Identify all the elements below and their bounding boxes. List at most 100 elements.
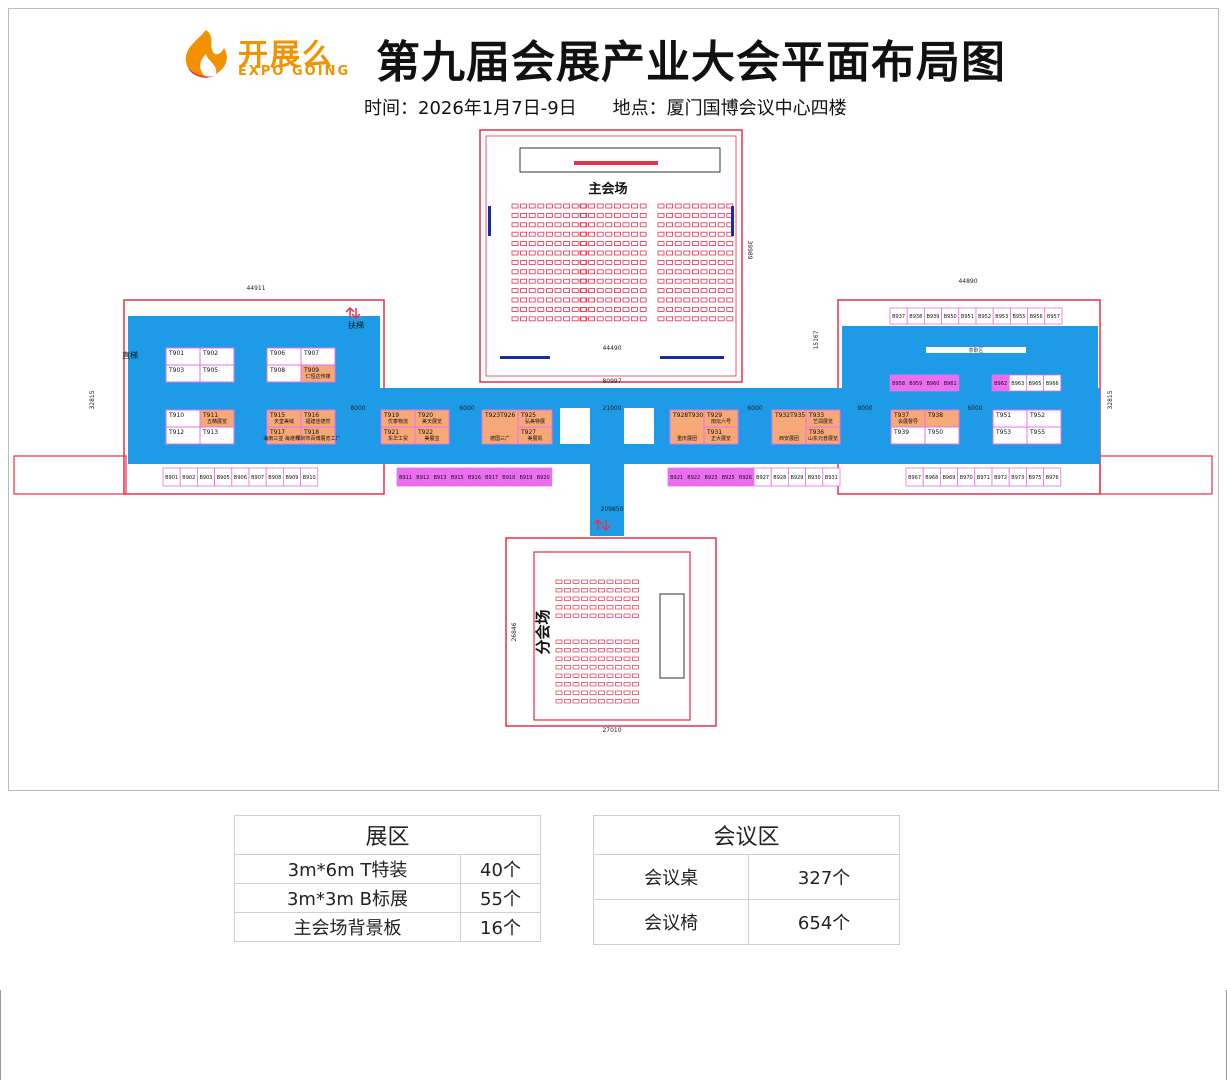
chair [717, 269, 725, 275]
b-booth-id: B958 [892, 381, 905, 387]
chair [596, 278, 604, 284]
dim-gap: 6000 [967, 405, 982, 412]
chair [528, 231, 536, 237]
t-booth-id: T911 [202, 412, 218, 419]
chair [657, 259, 665, 265]
chair [564, 690, 571, 695]
chair [564, 613, 571, 618]
b-booth-id: B921 [670, 475, 683, 481]
chair [632, 656, 639, 661]
chair [537, 278, 545, 284]
chair [700, 306, 708, 312]
b-booth [1043, 374, 1062, 392]
branch-hall-label: 分会场 [534, 609, 552, 654]
chair [571, 278, 579, 284]
b-booth-id: B960 [927, 381, 940, 387]
chair [614, 231, 621, 237]
chair [581, 682, 588, 687]
chair [622, 231, 630, 237]
chair [709, 203, 716, 209]
chair [606, 613, 614, 618]
screen-bottom-right [660, 356, 724, 359]
chair [726, 278, 734, 284]
t-booth-id: T917 [269, 429, 285, 436]
chair [520, 222, 527, 228]
chair [554, 316, 562, 322]
chair [528, 278, 536, 284]
t-booth [300, 426, 336, 445]
b-booth-id: B912 [416, 475, 429, 481]
chair [657, 278, 665, 284]
b-booth-id: B918 [502, 475, 515, 481]
chair [692, 269, 699, 275]
chair [563, 250, 570, 256]
chair [554, 259, 562, 265]
b-booth-id: B910 [303, 475, 316, 481]
chair [606, 648, 614, 653]
elevator-label: 直梯 [122, 350, 138, 360]
chair [632, 579, 639, 584]
escalator-label: 扶梯 [348, 320, 364, 330]
chair [726, 259, 734, 265]
chair [563, 222, 570, 228]
chair [572, 639, 580, 644]
chair [622, 288, 630, 294]
chair [546, 316, 553, 322]
chair [588, 306, 595, 312]
chair [564, 665, 571, 670]
chair [555, 648, 563, 653]
chair [692, 222, 699, 228]
chair [528, 288, 536, 294]
chair [657, 250, 665, 256]
chair [615, 682, 622, 687]
chair [614, 241, 621, 247]
dim-branch-width: 27010 [602, 727, 621, 734]
chair [726, 269, 734, 275]
chair [674, 250, 682, 256]
chair [709, 212, 716, 218]
chair [683, 250, 691, 256]
b-booth-id: B908 [268, 475, 281, 481]
chair [606, 665, 614, 670]
chair [605, 278, 613, 284]
chair [639, 222, 647, 228]
chair [554, 278, 562, 284]
chair [683, 231, 691, 237]
tea-area-label: 茶歇区 [968, 347, 983, 354]
chair [564, 656, 571, 661]
chair [666, 316, 673, 322]
chair [572, 673, 580, 678]
b-booth [534, 467, 553, 487]
chair [657, 231, 665, 237]
chair [605, 241, 613, 247]
chair [614, 222, 621, 228]
chair [563, 288, 570, 294]
chair [692, 306, 699, 312]
chair [537, 297, 545, 303]
chair [589, 588, 597, 593]
dim-right-width: 44890 [958, 278, 977, 285]
t-booth-id: T901 [168, 350, 184, 357]
dim-center-span: 80997 [602, 378, 621, 385]
chair [622, 241, 630, 247]
chair [511, 222, 519, 228]
dim-gap: 6000 [747, 405, 762, 412]
exhibit-table-title: 展区 [234, 815, 541, 855]
chair [692, 297, 699, 303]
chair [581, 648, 588, 653]
chair [700, 269, 708, 275]
chair [596, 259, 604, 265]
chair [571, 316, 579, 322]
chair [623, 648, 631, 653]
entry-arrows-icon [593, 518, 611, 532]
b-booth-id: B952 [978, 314, 991, 320]
backdrop-panel [574, 161, 658, 165]
t-booth [199, 426, 235, 445]
chair [639, 297, 647, 303]
chair [692, 231, 699, 237]
t-booth-id: T927 [520, 429, 536, 436]
chair [639, 241, 647, 247]
chair [632, 699, 639, 704]
t-booth-name: 德国三广 [490, 435, 510, 442]
